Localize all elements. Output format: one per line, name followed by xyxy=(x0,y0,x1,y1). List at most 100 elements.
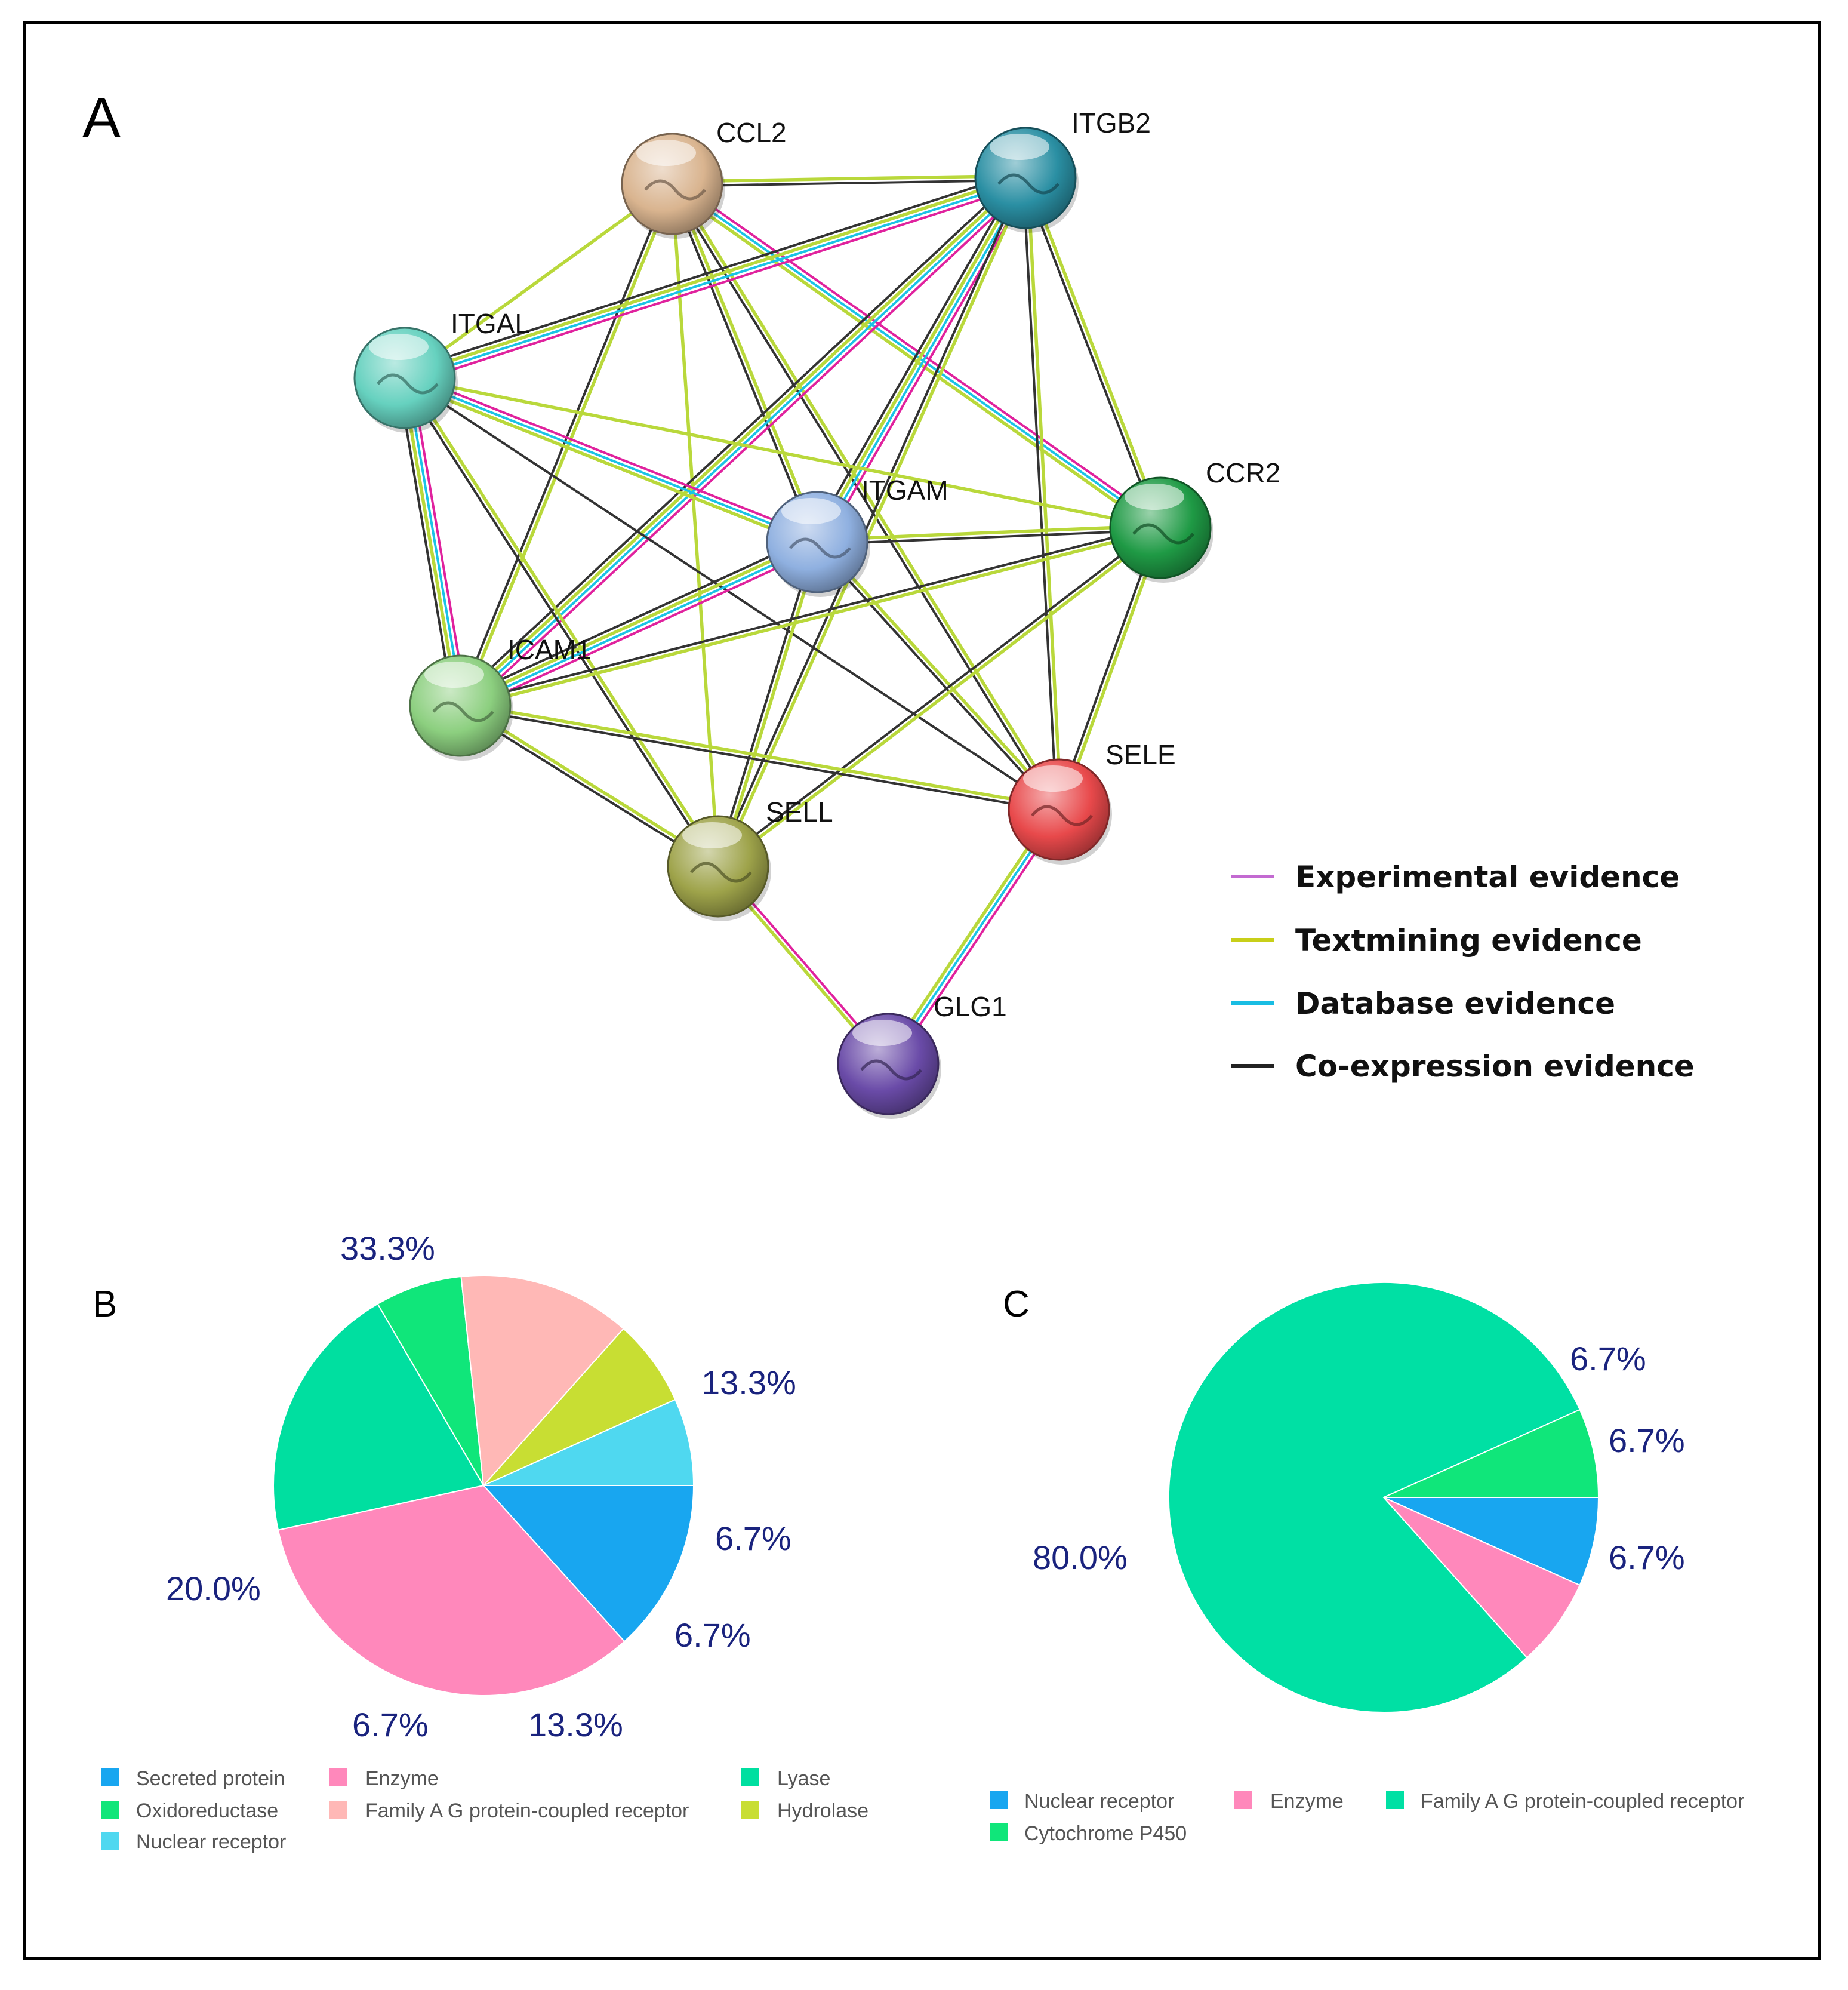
edge-ccl2-itgam xyxy=(669,182,821,544)
edge-line-textmining xyxy=(817,524,1160,542)
edge-sele-glg1 xyxy=(883,806,1064,1068)
edge-itgb2-ccr2 xyxy=(1022,176,1165,530)
panel-b-letter: B xyxy=(93,1284,117,1325)
edge-line-textmining xyxy=(404,376,1161,530)
edge-line-coexpression xyxy=(454,172,1022,702)
pie-b-pct-hydrolase: 6.7% xyxy=(674,1616,751,1654)
legend-label-c-nuclear-receptor: Nuclear receptor xyxy=(1024,1790,1174,1813)
edge-line-coexpression xyxy=(669,184,1058,812)
pie-slice-nuclear-receptor xyxy=(483,1398,695,1486)
legend-swatch-gpcr xyxy=(329,1801,347,1819)
edge-line-experimental xyxy=(822,180,1033,546)
edge-ccl2-sele xyxy=(669,182,1062,812)
legend-swatch-nuclear-receptor xyxy=(101,1832,119,1850)
protein-structure-icon xyxy=(1132,523,1194,545)
pie-b-pct-nuclear-receptor: 6.7% xyxy=(715,1520,791,1557)
pie-slice-enzyme xyxy=(1383,1497,1581,1659)
pie-slice-cytochrome-p450 xyxy=(1383,1408,1600,1498)
pie-b-pct-oxidoreductase: 6.7% xyxy=(352,1706,429,1743)
legend-label-gpcr: Family A G protein-coupled receptor xyxy=(365,1800,689,1822)
node-highlight xyxy=(1125,484,1184,510)
node-label-glg1: GLG1 xyxy=(934,991,1007,1022)
node-sell[interactable]: SELL xyxy=(667,796,833,921)
node-highlight xyxy=(682,822,742,848)
node-itgam[interactable]: ITGAM xyxy=(766,475,948,597)
pie-slice-lyase xyxy=(273,1303,485,1531)
edge-line-database xyxy=(460,543,819,709)
legend-swatch-c-gpcr xyxy=(1386,1791,1404,1809)
edge-itgal-icam1 xyxy=(396,376,469,708)
edge-line-textmining xyxy=(458,539,817,706)
node-highlight xyxy=(1023,765,1083,792)
node-label-sele: SELE xyxy=(1105,739,1176,770)
edge-line-textmining xyxy=(404,174,1025,378)
edge-line-textmining xyxy=(817,539,1062,810)
edge-line-coexpression xyxy=(669,184,817,544)
edge-itgb2-sele xyxy=(1022,177,1063,810)
pie-chart-c xyxy=(1168,1282,1600,1713)
node-glg1[interactable]: GLG1 xyxy=(837,991,1007,1119)
node-label-sell: SELL xyxy=(766,796,833,828)
protein-structure-icon xyxy=(789,537,851,559)
pie-slice-secreted-protein xyxy=(482,1485,695,1643)
edge-line-coexpression xyxy=(716,525,1160,866)
edge-line-textmining xyxy=(814,176,1025,542)
edge-line-coexpression xyxy=(402,378,717,869)
pie-b-pct-gpcr: 13.3% xyxy=(528,1706,623,1743)
pie-b-pct-lyase: 20.0% xyxy=(166,1570,261,1607)
legend-label-nuclear-receptor: Nuclear receptor xyxy=(136,1831,286,1853)
protein-structure-icon xyxy=(1031,805,1093,826)
edge-line-textmining xyxy=(672,182,821,542)
edge-itgal-itgam xyxy=(402,373,820,548)
edge-line-textmining xyxy=(1025,177,1063,810)
edge-line-coexpression xyxy=(459,524,1160,705)
edge-itgal-sell xyxy=(402,376,722,869)
node-icam1[interactable]: ICAM1 xyxy=(409,634,592,761)
legend-label-experimental: Experimental evidence xyxy=(1295,860,1680,894)
edge-line-database xyxy=(887,808,1060,1065)
node-label-icam1: ICAM1 xyxy=(507,634,592,665)
edge-line-textmining xyxy=(672,174,1025,184)
edge-line-coexpression xyxy=(396,379,455,708)
node-label-itgb2: ITGB2 xyxy=(1071,107,1151,139)
legend-swatch-c-cytochrome xyxy=(990,1823,1008,1841)
node-itgal[interactable]: ITGAL xyxy=(353,308,530,433)
edge-line-textmining xyxy=(672,182,1062,810)
legend-swatch-c-nuclear-receptor xyxy=(990,1791,1008,1809)
legend-label-hydrolase: Hydrolase xyxy=(777,1800,868,1822)
node-itgb2[interactable]: ITGB2 xyxy=(974,107,1151,233)
legend-label-oxidoreductase: Oxidoreductase xyxy=(136,1800,278,1822)
node-highlight xyxy=(636,140,696,166)
edge-itgb2-itgam xyxy=(810,174,1033,546)
node-sele[interactable]: SELE xyxy=(1008,739,1176,865)
legend-label-lyase: Lyase xyxy=(777,1767,830,1790)
legend-label-secreted-protein: Secreted protein xyxy=(136,1767,285,1790)
pie-slice-enzyme xyxy=(277,1484,626,1696)
edge-line-coexpression xyxy=(817,528,1161,546)
pie-b-pct-secreted-protein: 13.3% xyxy=(701,1364,796,1401)
edge-line-database xyxy=(461,179,1028,709)
protein-structure-icon xyxy=(432,701,494,722)
pie-slice-oxidoreductase xyxy=(377,1275,484,1486)
legend-swatch-oxidoreductase xyxy=(101,1801,119,1819)
edge-ccr2-icam1 xyxy=(459,524,1162,710)
edge-line-coexpression xyxy=(814,543,1058,812)
node-ccl2[interactable]: CCL2 xyxy=(621,117,787,239)
protein-structure-icon xyxy=(644,179,706,201)
edge-line-textmining xyxy=(460,528,1162,710)
node-ccr2[interactable]: CCR2 xyxy=(1109,457,1280,583)
edge-line-textmining xyxy=(404,182,673,380)
edge-itgal-ccr2 xyxy=(404,376,1161,530)
edge-line-textmining xyxy=(460,702,1060,810)
edge-itgam-sell xyxy=(714,541,821,868)
edge-line-textmining xyxy=(718,542,821,868)
edge-line-textmining xyxy=(405,376,722,866)
pie-c-pct-gpcr: 80.0% xyxy=(1033,1539,1128,1576)
pie-c-pct-cytochrome: 6.7% xyxy=(1609,1539,1685,1576)
edge-line-textmining xyxy=(883,806,1057,1063)
pie-slice-family-a-g-protein-coupled-receptor xyxy=(460,1275,624,1487)
edge-line-textmining xyxy=(1025,176,1165,528)
edge-line-coexpression xyxy=(1022,178,1160,530)
